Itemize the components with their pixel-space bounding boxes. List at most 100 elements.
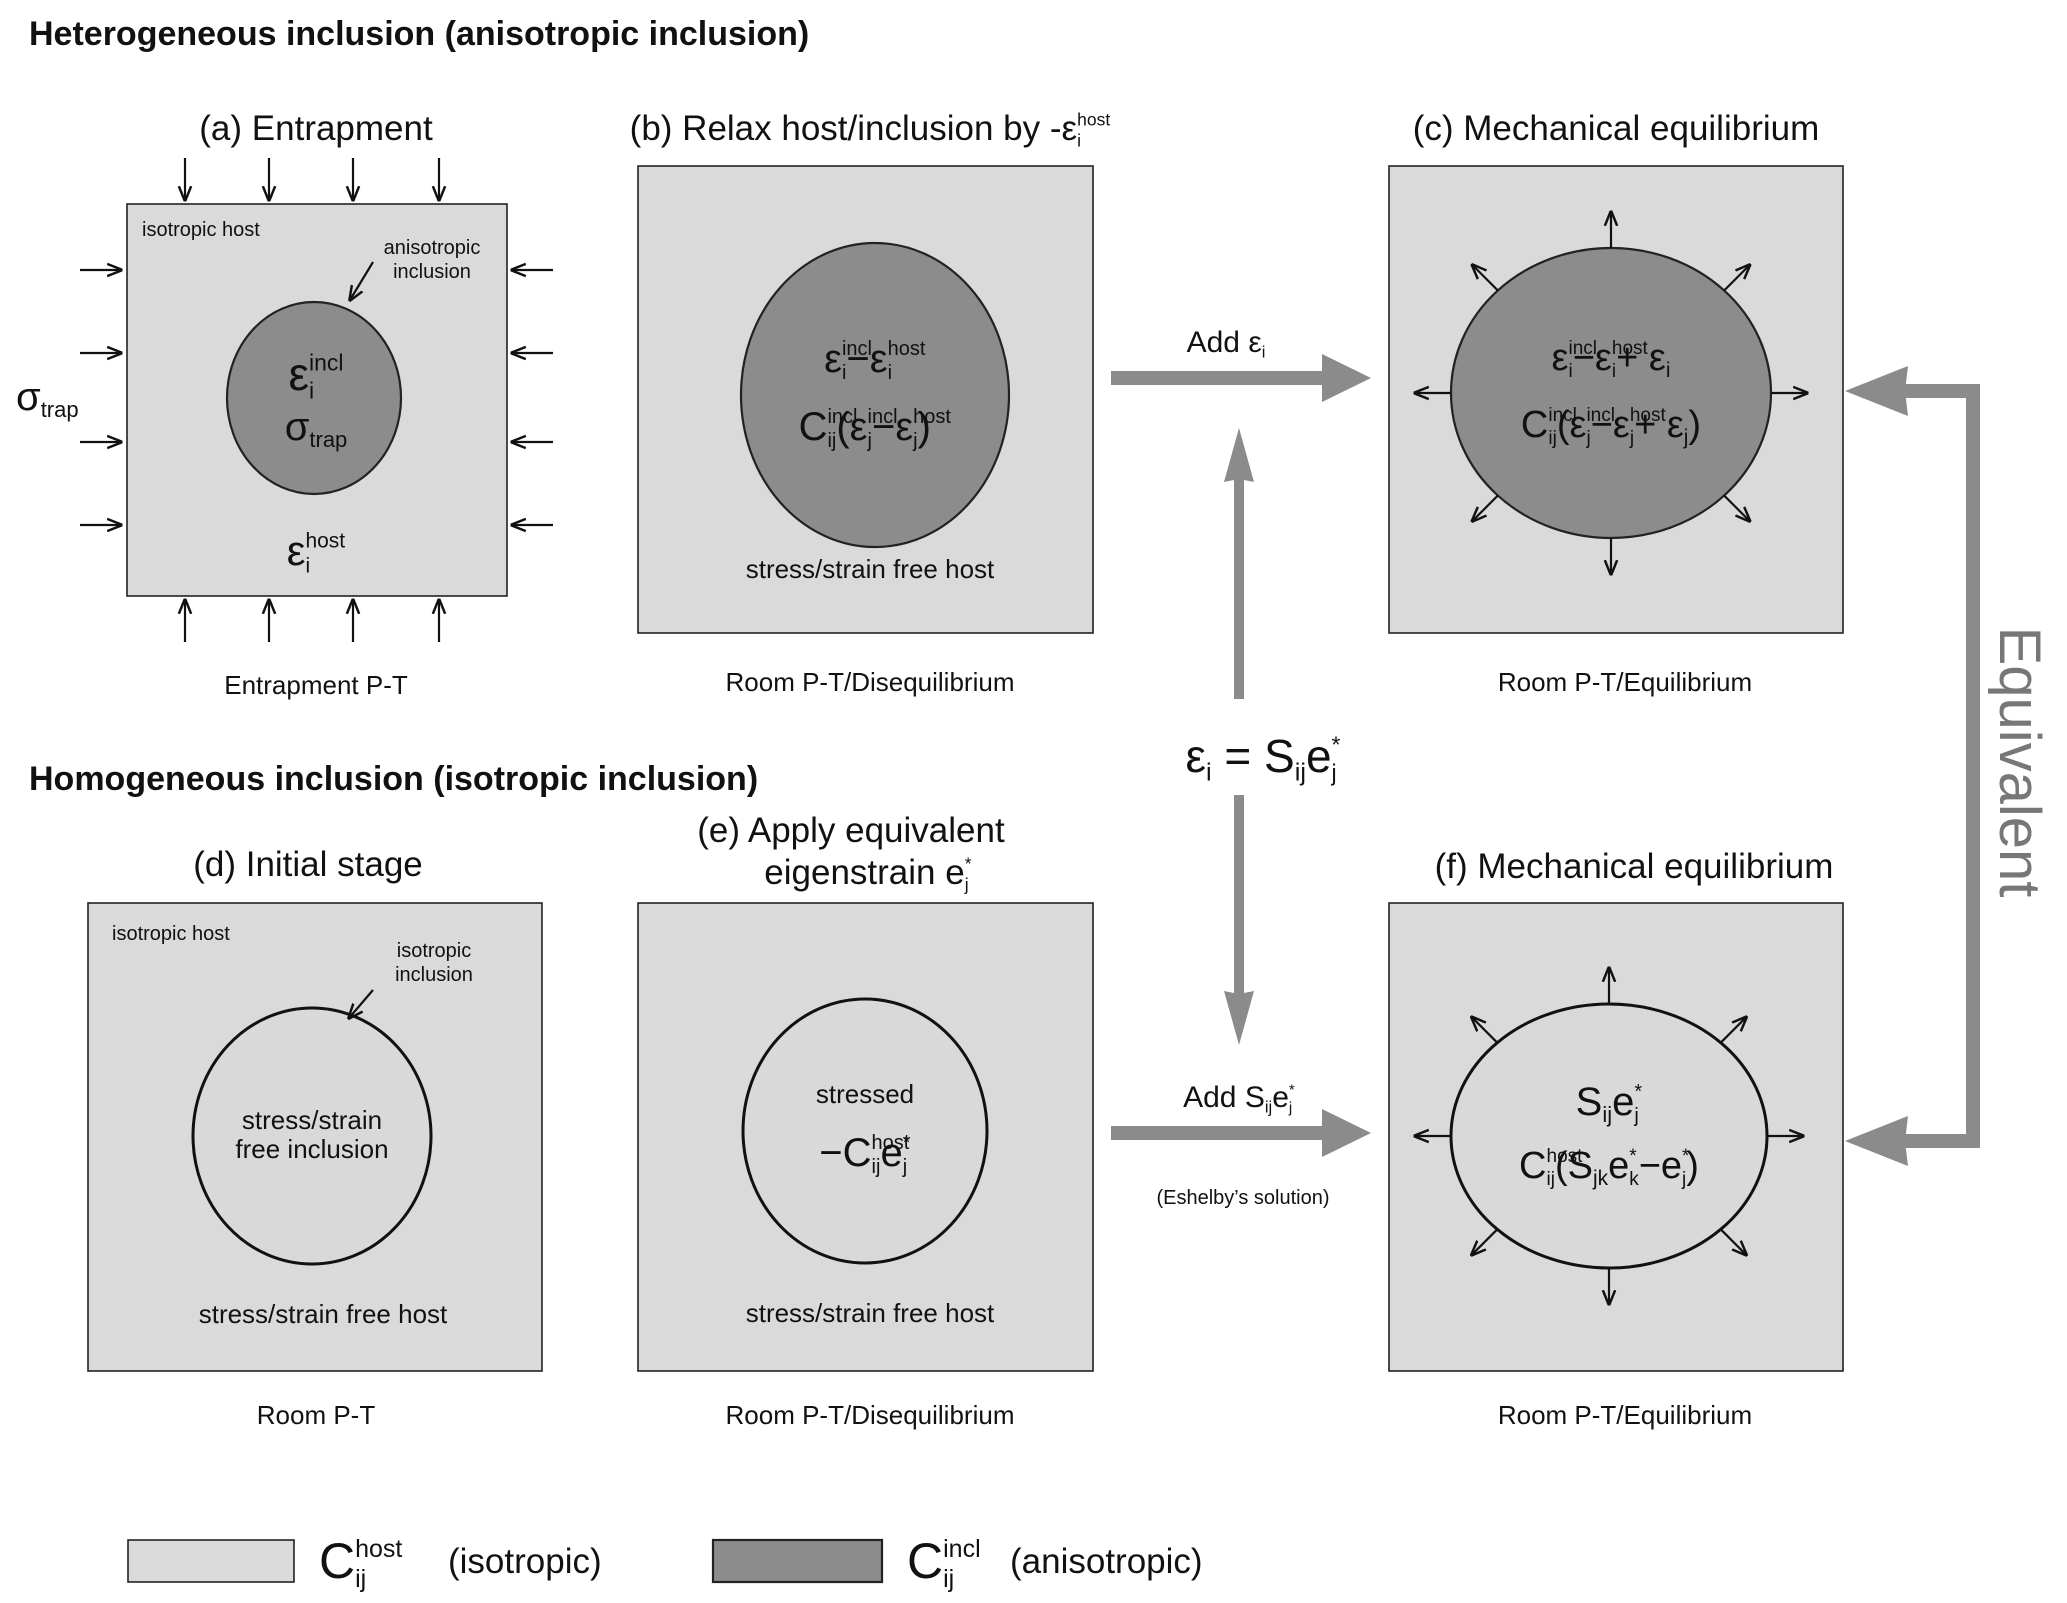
formula-term: =: [1212, 730, 1264, 782]
panel-d-caption: Room P-T: [257, 1400, 376, 1430]
compression-arrows: [80, 158, 553, 642]
inclusion-label-2: inclusion: [393, 261, 471, 283]
arrow-right-icon: [1111, 1109, 1371, 1157]
formula-add-eps: Add εi: [1187, 326, 1266, 361]
formula-term: C: [907, 1533, 943, 1589]
radial-arrows: [1415, 212, 1807, 574]
superscript: incl: [1548, 405, 1577, 426]
formula-term: e: [1608, 1145, 1629, 1187]
formula-term: −: [1573, 337, 1595, 379]
formula-term: ε: [1569, 404, 1586, 446]
subscript: ij: [355, 1565, 366, 1593]
superscript: host: [1547, 1146, 1584, 1167]
inclusion: [741, 997, 989, 1265]
subscript: jk: [1592, 1167, 1609, 1190]
eshelby-note: (Eshelby’s solution): [1156, 1187, 1329, 1209]
formula-term: S: [1245, 1081, 1265, 1114]
panel-a: (a) Entrapment isotropic host anisotropi…: [80, 109, 553, 700]
formula-term: C: [319, 1533, 355, 1589]
formula-term: ε: [1595, 337, 1612, 379]
process-arrows: [1111, 354, 1980, 1166]
formula-term: eigenstrain: [764, 853, 945, 892]
superscript: *: [903, 1132, 911, 1154]
subscript: ij: [1265, 1098, 1272, 1116]
subscript: i: [1612, 361, 1616, 382]
superscript: host: [1630, 405, 1667, 426]
formula-term: C: [1521, 404, 1548, 446]
formula-term: +: [1616, 337, 1649, 379]
formula-term: ε: [1248, 326, 1261, 359]
formula-term: ε: [1062, 109, 1078, 148]
superscript: *: [965, 853, 972, 873]
panel-b-caption: Room P-T/Disequilibrium: [726, 667, 1015, 697]
superscript: host: [305, 529, 345, 552]
arrow-right-icon: [1111, 354, 1371, 402]
superscript: incl: [1586, 405, 1615, 426]
leader-arrow: [349, 989, 374, 1018]
inclusion: [1449, 246, 1773, 540]
formula-relation: εi = Sije*j: [1185, 730, 1340, 786]
panel-f: (f) Mechanical equilibrium Room P-T/Equi…: [1388, 847, 1844, 1430]
formula-term: −: [1591, 404, 1613, 446]
subscript: j: [902, 1156, 907, 1178]
subscript: j: [912, 430, 917, 452]
panel-f-title: (f) Mechanical equilibrium: [1435, 847, 1834, 886]
formula-e-title2: eigenstrain e*j: [764, 853, 971, 894]
subscript: ij: [872, 1156, 881, 1178]
superscript: *: [1289, 1081, 1295, 1098]
formula-sigma-left: σtrap: [16, 375, 79, 422]
subscript: ij: [1548, 428, 1556, 449]
subscript: j: [1288, 1099, 1292, 1116]
radial-arrow-icon: [1472, 1017, 1499, 1044]
formula-term: (b) Relax host/inclusion by -: [630, 109, 1062, 148]
inclusion-label-1: isotropic: [397, 940, 471, 962]
subscript: j: [1633, 1105, 1638, 1127]
formula-term: e: [1306, 730, 1332, 782]
superscript: host: [872, 1132, 910, 1154]
arrow-left-icon: [1845, 1116, 1908, 1166]
superscript: *: [1629, 1146, 1637, 1167]
subscript: i: [1077, 130, 1081, 150]
formula-term: e: [945, 853, 964, 892]
formula-term: Add: [1183, 1081, 1245, 1114]
radial-arrow-icon: [1472, 1228, 1499, 1254]
host-label: isotropic host: [142, 219, 260, 241]
legend: (isotropic) (anisotropic): [127, 1538, 1203, 1584]
superscript: incl: [1568, 338, 1597, 359]
formula-term: +: [1634, 404, 1667, 446]
legend-inclusion-swatch: [711, 1538, 884, 1584]
superscript: *: [1634, 1081, 1642, 1103]
panel-a-title: (a) Entrapment: [199, 109, 433, 148]
formula-term: ε: [1649, 337, 1666, 379]
panel-a-caption: Entrapment P-T: [224, 670, 408, 700]
subscript: i: [1568, 361, 1572, 382]
formula-term: ε: [1667, 404, 1684, 446]
formula-term: (: [1555, 1145, 1568, 1187]
superscript: incl: [943, 1535, 981, 1563]
subscript: k: [1629, 1169, 1639, 1190]
arrow-down-icon: [1224, 795, 1254, 1045]
formula-term: ε: [895, 405, 913, 449]
formula-term: −: [1639, 1145, 1661, 1187]
formula-term: e: [1272, 1081, 1289, 1114]
subscript: j: [1585, 428, 1590, 449]
radial-arrow-icon: [1719, 1017, 1746, 1044]
inclusion-label-2: inclusion: [395, 964, 473, 986]
subscript: i: [842, 362, 846, 384]
inclusion-text-2: free inclusion: [235, 1134, 388, 1164]
heading-homogeneous: Homogeneous inclusion (isotropic inclusi…: [29, 760, 758, 798]
arrow-up-icon: [1224, 428, 1254, 699]
formula-term: ): [918, 405, 931, 449]
superscript: host: [355, 1535, 402, 1563]
subscript: ij: [1295, 758, 1306, 786]
formula-term: ): [1688, 404, 1701, 446]
panel-d: (d) Initial stage isotropic host isotrop…: [87, 845, 543, 1430]
